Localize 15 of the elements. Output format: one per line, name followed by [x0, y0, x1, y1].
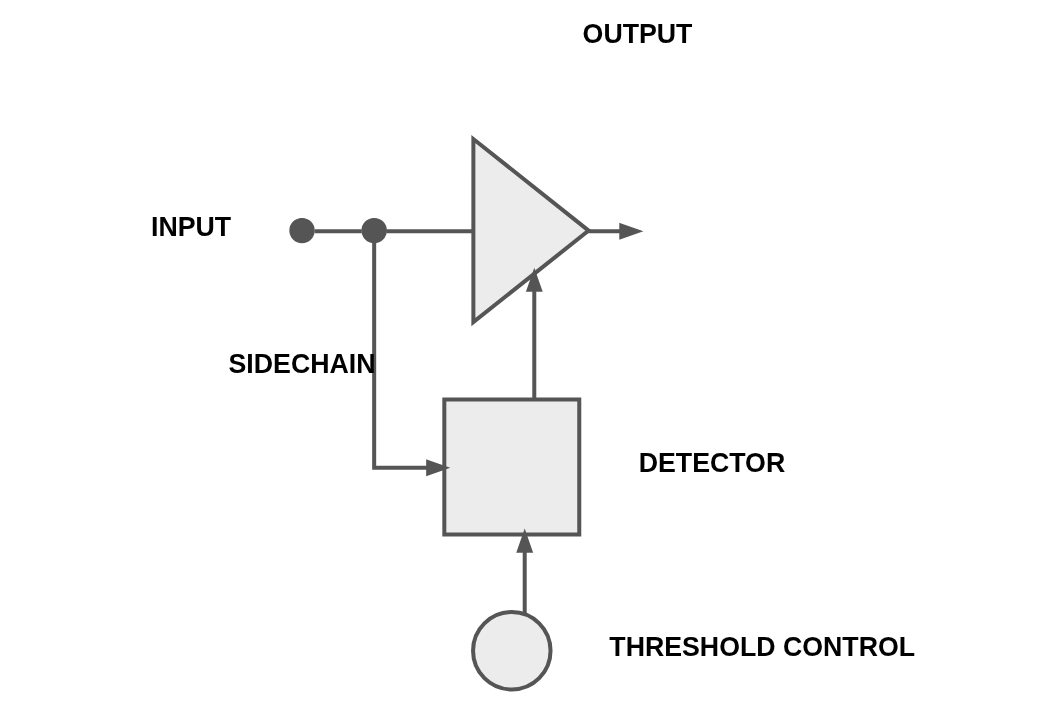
arrow	[371, 242, 450, 477]
node-circle	[470, 610, 553, 692]
node-label: DETECTOR	[638, 448, 785, 479]
connector	[314, 229, 362, 234]
node-box	[441, 397, 581, 537]
arrow	[587, 222, 643, 240]
arrow	[525, 267, 543, 400]
connector	[385, 229, 473, 234]
arrow	[515, 528, 533, 615]
label: OUTPUT	[582, 18, 692, 49]
node-circle	[288, 217, 315, 244]
node-triangle	[470, 134, 592, 327]
node-circle	[360, 217, 387, 244]
node-label: INPUT	[150, 211, 231, 242]
node-label: THRESHOLD CONTROL	[608, 632, 915, 663]
